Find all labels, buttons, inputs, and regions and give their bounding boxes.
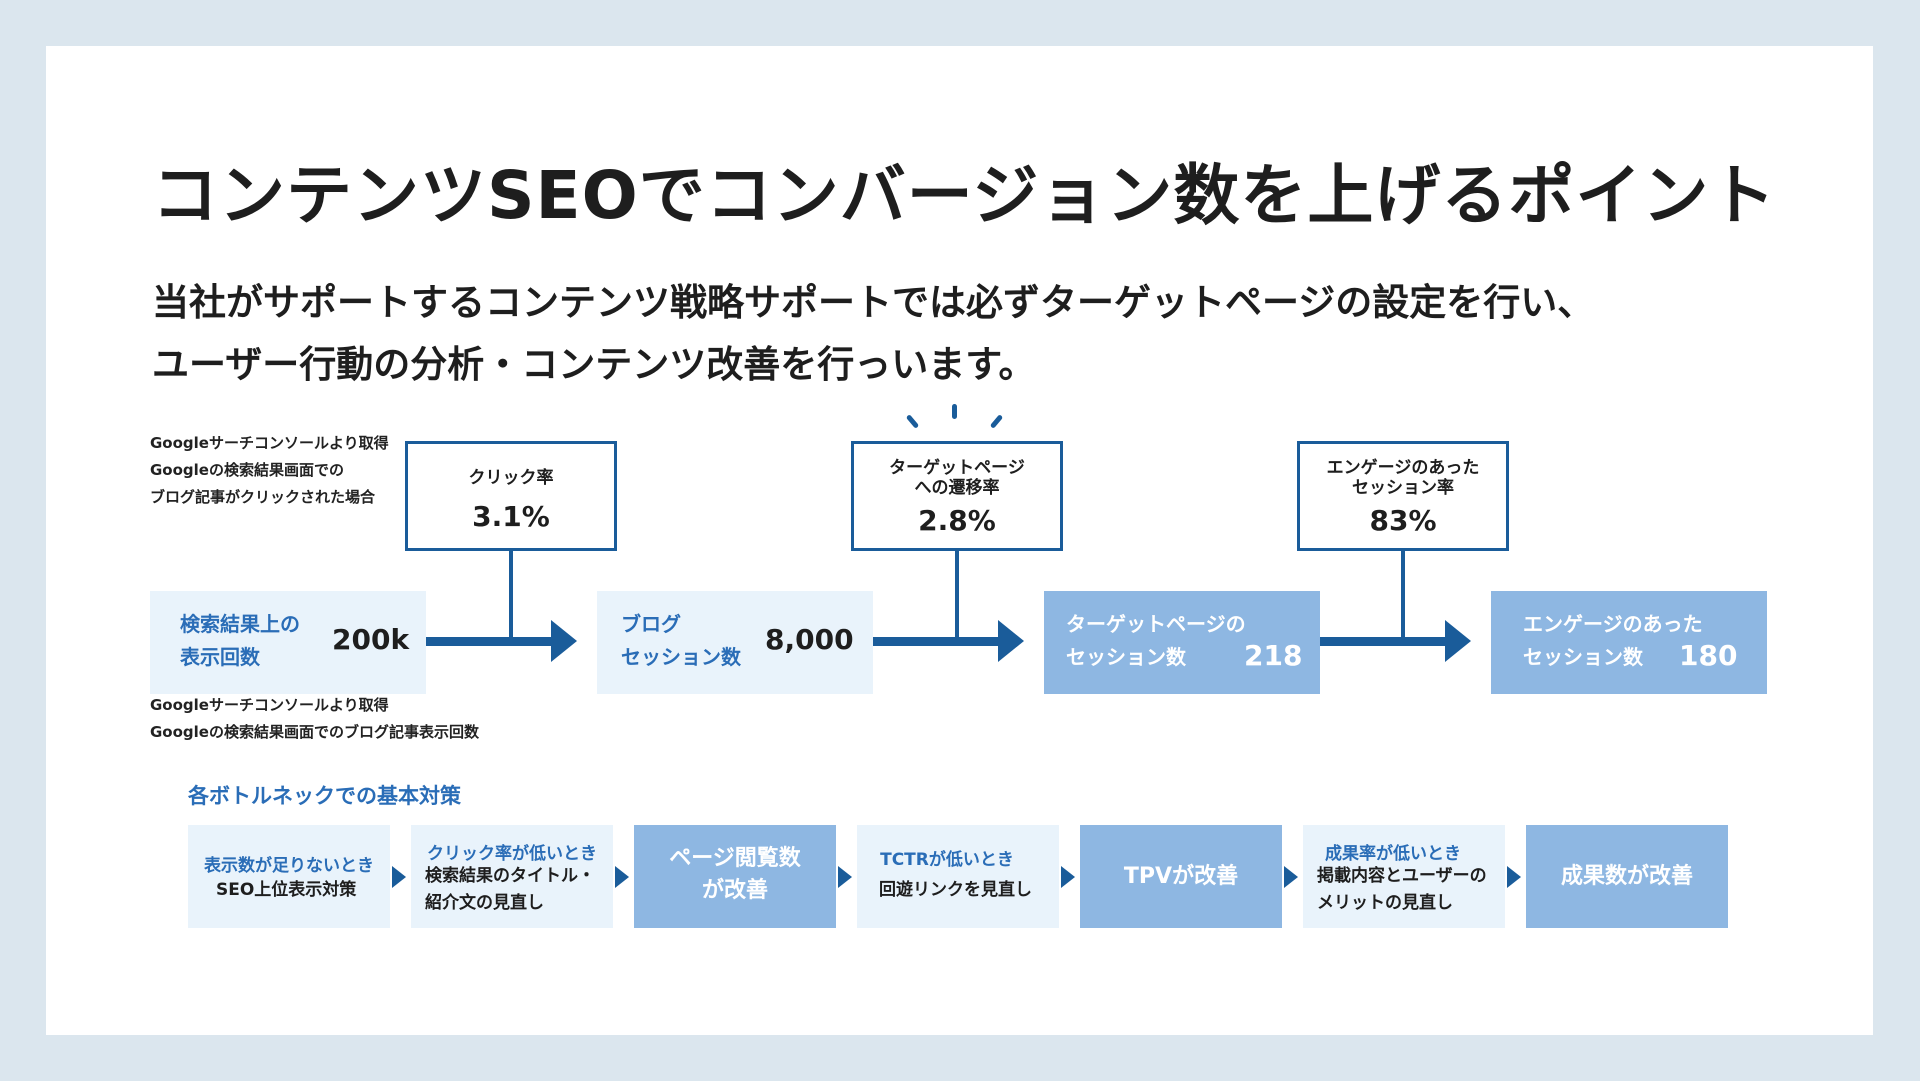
step-result: ページ閲覧数 が改善	[669, 846, 801, 903]
rate-label: ターゲットページ への遷移率	[889, 458, 1025, 498]
step-arrow	[1061, 866, 1075, 888]
metric-impressions: 検索結果上の 表示回数 200k	[150, 591, 426, 694]
step-conversion-rate: 成果率が低いとき 掲載内容とユーザーの メリットの見直し	[1303, 825, 1505, 928]
step-action: 検索結果のタイトル・ 紹介文の見直し	[425, 866, 595, 913]
metric-value: 8,000	[765, 623, 854, 656]
rate-box-click: クリック率 3.1%	[405, 441, 617, 551]
connector-line	[955, 551, 959, 637]
spark-mark	[989, 414, 1004, 429]
flow-arrow-head	[1445, 620, 1471, 662]
step-action: 掲載内容とユーザーの メリットの見直し	[1317, 866, 1487, 913]
rate-label: エンゲージのあった セッション率	[1326, 458, 1480, 498]
slide-canvas: コンテンツSEOでコンバージョン数を上げるポイント 当社がサポートするコンテンツ…	[46, 46, 1873, 1035]
rate-label: クリック率	[468, 468, 554, 488]
note-click-source: Googleサーチコンソールより取得 Googleの検索結果画面での ブログ記事…	[150, 434, 389, 506]
metric-blog-sessions: ブログ セッション数 8,000	[597, 591, 873, 694]
step-impressions: 表示数が足りないとき SEO上位表示対策	[188, 825, 390, 928]
rate-value: 3.1%	[472, 500, 550, 533]
rate-value: 83%	[1369, 504, 1437, 537]
note-impression-source: Googleサーチコンソールより取得 Googleの検索結果画面でのブログ記事表…	[150, 696, 479, 741]
metric-label: 検索結果上の 表示回数	[180, 612, 300, 669]
rate-box-engagement: エンゲージのあった セッション率 83%	[1297, 441, 1509, 551]
lead-line-2: ユーザー行動の分析・コンテンツ改善を行っいます。	[152, 343, 1036, 386]
rate-value: 2.8%	[918, 504, 996, 537]
step-result: TPVが改善	[1123, 864, 1239, 889]
section-title: 各ボトルネックでの基本対策	[188, 784, 461, 808]
step-tctr: TCTRが低いとき 回遊リンクを見直し	[857, 825, 1059, 928]
metric-value: 200k	[332, 623, 410, 656]
step-condition: 成果率が低いとき	[1325, 844, 1461, 864]
step-click-rate: クリック率が低いとき 検索結果のタイトル・ 紹介文の見直し	[411, 825, 613, 928]
flow-arrow-head	[551, 620, 577, 662]
step-arrow	[838, 866, 852, 888]
flow-arrow-line	[1320, 637, 1446, 646]
step-condition: 表示数が足りないとき	[204, 856, 374, 876]
flow-arrow-head	[998, 620, 1024, 662]
step-conversions-result: 成果数が改善	[1526, 825, 1728, 928]
step-pageview-result: ページ閲覧数 が改善	[634, 825, 836, 928]
connector-line	[1401, 551, 1405, 637]
step-condition: TCTRが低いとき	[880, 850, 1014, 870]
metric-value: 218	[1244, 639, 1303, 672]
lead-line-1: 当社がサポートするコンテンツ戦略サポートでは必ずターゲットページの設定を行い、	[152, 281, 1595, 324]
page-title: コンテンツSEOでコンバージョン数を上げるポイント	[152, 157, 1777, 234]
spark-mark	[905, 414, 920, 429]
metric-label: ターゲットページの セッション数	[1066, 612, 1246, 669]
rate-box-transition: ターゲットページ への遷移率 2.8%	[851, 441, 1063, 551]
step-condition: クリック率が低いとき	[427, 844, 597, 864]
metric-engaged-sessions: エンゲージのあった セッション数 180	[1491, 591, 1767, 694]
step-action: 回遊リンクを見直し	[879, 880, 1032, 900]
step-result: 成果数が改善	[1560, 864, 1693, 889]
step-arrow	[1284, 866, 1298, 888]
flow-arrow-line	[426, 637, 552, 646]
step-arrow	[1507, 866, 1521, 888]
step-arrow	[615, 866, 629, 888]
step-tpv-result: TPVが改善	[1080, 825, 1282, 928]
metric-label: ブログ セッション数	[621, 612, 741, 669]
connector-line	[509, 551, 513, 637]
metric-label: エンゲージのあった セッション数	[1523, 612, 1703, 669]
step-arrow	[392, 866, 406, 888]
spark-mark	[952, 404, 957, 419]
metric-value: 180	[1679, 639, 1738, 672]
metric-target-sessions: ターゲットページの セッション数 218	[1044, 591, 1320, 694]
flow-arrow-line	[873, 637, 999, 646]
step-action: SEO上位表示対策	[216, 880, 357, 900]
